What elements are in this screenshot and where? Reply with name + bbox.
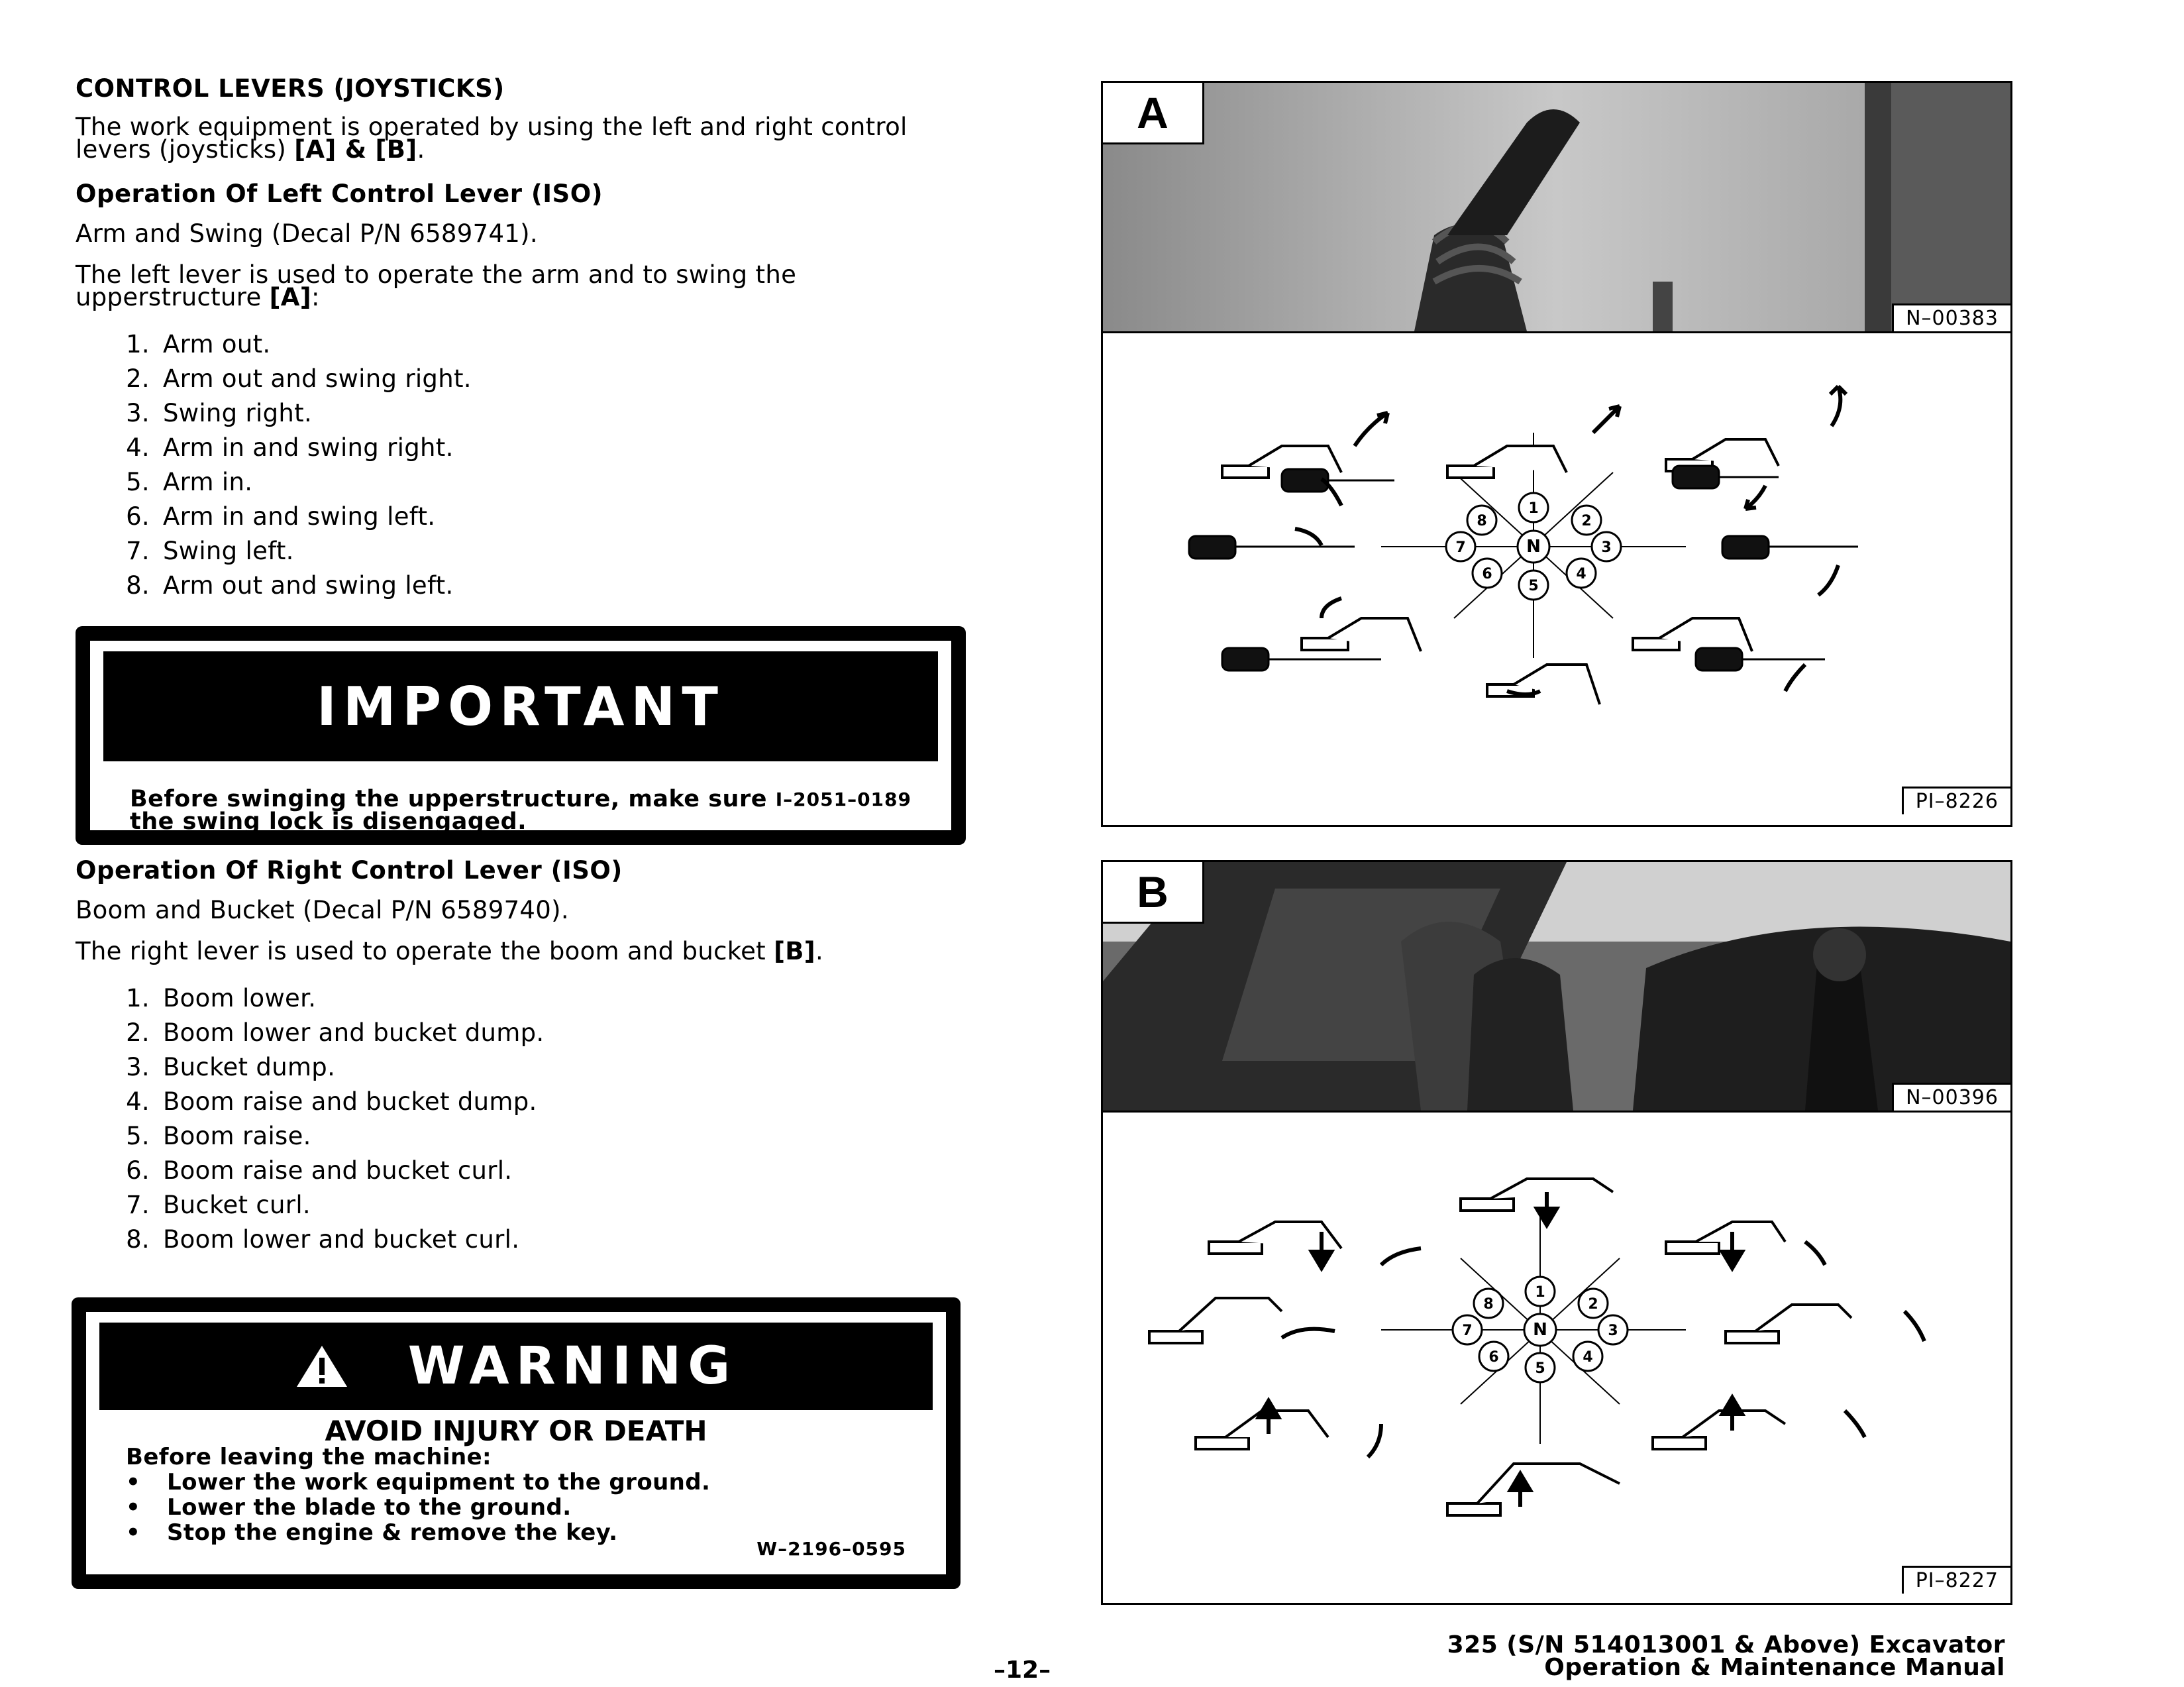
left-lever-heading: Operation Of Left Control Lever (ISO) (76, 180, 603, 208)
list-item: 3.Bucket dump. (126, 1053, 336, 1081)
dial-label: 7 (1462, 1323, 1472, 1339)
photo-ref-b: N–00396 (1892, 1083, 2010, 1111)
dial-label: 3 (1601, 539, 1611, 556)
dial-label: 5 (1528, 578, 1538, 594)
dial-label: N (1533, 1320, 1547, 1340)
motion-arrows (1255, 1192, 1926, 1507)
list-item: 6.Boom raise and bucket curl. (126, 1156, 513, 1185)
list-item: 5.Boom raise. (126, 1122, 311, 1150)
warning-code: W–2196–0595 (756, 1538, 906, 1560)
dial-label: 8 (1483, 1296, 1493, 1313)
list-item: 6.Arm in and swing left. (126, 502, 436, 531)
excavator-icons (1148, 1177, 1853, 1517)
right-lever-pattern-diagram: 1 2 3 4 5 6 7 8 N (1148, 1177, 2010, 1594)
left-column: CONTROL LEVERS (JOYSTICKS) The work equi… (76, 74, 976, 615)
photo-ref-a: N–00383 (1892, 303, 2010, 331)
dial-label: N (1526, 537, 1541, 557)
excavator-icons (1221, 438, 1780, 705)
list-item: 2.Boom lower and bucket dump. (126, 1018, 545, 1047)
right-lever-decal: Boom and Bucket (Decal P/N 6589740). (76, 896, 569, 924)
list-item: 8.Boom lower and bucket curl. (126, 1225, 520, 1254)
dial-label: 6 (1488, 1349, 1498, 1366)
list-item: 7.Swing left. (126, 537, 294, 565)
warning-body: Before leaving the machine: •Lower the w… (126, 1444, 711, 1546)
dial-label: 2 (1588, 1296, 1598, 1313)
left-lever-description: The left lever is used to operate the ar… (76, 260, 797, 311)
figure-a: A N–00383 1 2 3 4 5 6 (1101, 81, 2012, 827)
list-item: 4.Boom raise and bucket dump. (126, 1087, 537, 1116)
diagram-ref-b: PI–8227 (1901, 1566, 2010, 1594)
important-code: I–2051–0189 (775, 789, 911, 810)
dial-label: 5 (1535, 1360, 1545, 1377)
dial-label: 1 (1535, 1284, 1545, 1301)
list-item: 1.Arm out. (126, 330, 271, 358)
dial-label: 6 (1482, 566, 1492, 582)
dial-label: 3 (1608, 1323, 1618, 1339)
motion-arrows (1294, 384, 1848, 696)
warning-notice: WARNING AVOID INJURY OR DEATH Before lea… (72, 1297, 961, 1589)
list-item: 3.Swing right. (126, 399, 313, 427)
diagram-ref-a: PI–8226 (1901, 787, 2010, 814)
right-lever-section: Operation Of Right Control Lever (ISO) B… (76, 856, 976, 1269)
dial-label: 2 (1581, 513, 1591, 529)
left-lever-steps: 1.Arm out. 2.Arm out and swing right. 3.… (76, 327, 976, 603)
dial-label: 8 (1477, 513, 1486, 529)
manual-title: 325 (S/N 514013001 & Above) Excavator Op… (1447, 1631, 2005, 1681)
list-item: 1.Boom lower. (126, 984, 317, 1012)
dial-label: 4 (1583, 1349, 1592, 1366)
left-lever-pattern-diagram: 1 2 3 4 5 6 7 8 N (1188, 384, 2010, 814)
list-item: •Lower the work equipment to the ground. (126, 1469, 711, 1496)
list-item: •Lower the blade to the ground. (126, 1494, 572, 1521)
list-item: 8.Arm out and swing left. (126, 571, 454, 600)
warning-title: AVOID INJURY OR DEATH (325, 1415, 707, 1447)
lever-dial: 1 2 3 4 5 6 7 8 N (1451, 1276, 1629, 1384)
dial-label: 7 (1455, 539, 1465, 556)
section-title: CONTROL LEVERS (JOYSTICKS) (76, 74, 505, 103)
figure-b: B N–00396 1 2 3 4 5 6 (1101, 860, 2012, 1605)
left-lever-decal: Arm and Swing (Decal P/N 6589741). (76, 219, 538, 248)
figure-letter-a: A (1103, 83, 1204, 144)
right-lever-heading: Operation Of Right Control Lever (ISO) (76, 856, 623, 885)
list-item: 5.Arm in. (126, 468, 253, 496)
list-item: 2.Arm out and swing right. (126, 364, 472, 393)
warning-banner: WARNING (99, 1323, 933, 1410)
intro-paragraph: The work equipment is operated by using … (76, 113, 908, 164)
right-joystick-photo (1103, 862, 2010, 1111)
left-joystick-photo (1103, 83, 2010, 331)
important-notice: IMPORTANT Before swinging the upperstruc… (76, 626, 966, 845)
important-banner: IMPORTANT (103, 651, 938, 761)
cab-icons (1188, 464, 1858, 672)
list-item: •Stop the engine & remove the key. (126, 1519, 618, 1546)
important-text: Before swinging the upperstructure, make… (130, 786, 767, 835)
figure-letter-b: B (1103, 862, 1204, 924)
photo-right-joystick: B N–00396 (1103, 862, 2010, 1113)
dial-label: 1 (1528, 500, 1538, 517)
right-lever-description: The right lever is used to operate the b… (76, 937, 824, 965)
list-item: 4.Arm in and swing right. (126, 433, 454, 462)
photo-left-joystick: A N–00383 (1103, 83, 2010, 333)
page-number: –12– (994, 1657, 1051, 1684)
list-item: 7.Bucket curl. (126, 1191, 311, 1219)
right-lever-steps: 1.Boom lower. 2.Boom lower and bucket du… (76, 981, 976, 1257)
dial-label: 4 (1576, 566, 1586, 582)
warning-triangle-icon (296, 1346, 347, 1387)
lever-dial: 1 2 3 4 5 6 7 8 N (1445, 492, 1622, 601)
